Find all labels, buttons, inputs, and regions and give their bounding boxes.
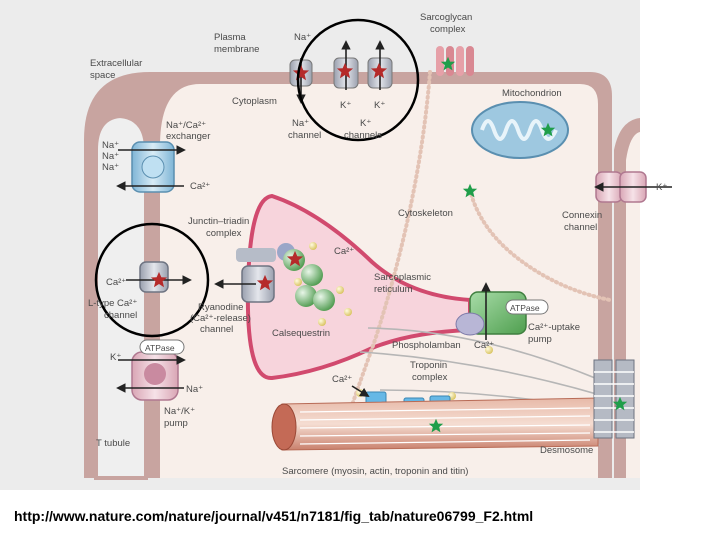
source-url: http://www.nature.com/nature/journal/v45… — [14, 508, 533, 524]
label-mitochondrion: Mitochondrion — [502, 88, 562, 99]
label-phospholamban: Phospholamban — [392, 340, 461, 351]
ca-ions — [294, 242, 493, 400]
label-desmosome: Desmosome — [540, 445, 593, 456]
label-connexin-k: K⁺ — [656, 182, 667, 193]
label-atpase-serca: ATPase — [510, 303, 540, 313]
label-t-tubule: T tubule — [96, 438, 130, 449]
label-atpase-pump: ATPase — [145, 343, 175, 353]
label-na-ion-1: Na⁺ — [102, 140, 119, 151]
label-cytoskeleton: Cytoskeleton — [398, 208, 453, 219]
label-na-ion-3: Na⁺ — [102, 162, 119, 173]
mitochondrion — [471, 101, 569, 159]
label-ca-out: Ca²⁺ — [190, 181, 210, 192]
label-ltype-channel: L-type Ca²⁺channel — [88, 298, 137, 321]
label-na-channel: Na⁺channel — [288, 118, 321, 141]
label-ca-ltype: Ca²⁺ — [106, 277, 126, 288]
l-type-channel — [139, 261, 169, 293]
serca-pump — [455, 291, 549, 336]
label-ca-phospholamban: Ca²⁺ — [474, 340, 494, 351]
label-sarcomere: Sarcomere (myosin, actin, troponin and t… — [282, 466, 468, 477]
highlight-circle-ion-channels — [296, 18, 420, 142]
label-na-top: Na⁺ — [294, 32, 311, 43]
atpase-pump-badge — [139, 339, 185, 355]
atpase-serca-badge — [505, 299, 549, 315]
label-calsequestrin: Calsequestrin — [272, 328, 330, 339]
label-ca-troponin: Ca²⁺ — [332, 374, 352, 385]
desmosome — [593, 359, 635, 439]
label-cytoplasm: Cytoplasm — [232, 96, 277, 107]
ryanodine-channel — [236, 248, 276, 303]
label-ryanodine: Ryanodine(Ca²⁺-release)channel — [190, 302, 251, 335]
label-na-k-pump: Na⁺/K⁺pump — [164, 406, 195, 429]
label-na-ca-exchanger: Na⁺/Ca²⁺exchanger — [166, 120, 210, 142]
sarcoglycan-complex — [436, 46, 474, 76]
highlight-circle-l-type — [94, 222, 210, 338]
label-k-left: K⁺ — [340, 100, 351, 111]
label-ca-sr: Ca²⁺ — [334, 246, 354, 257]
label-k-pump: K⁺ — [110, 352, 121, 363]
label-na-pump: Na⁺ — [186, 384, 203, 395]
label-na-ion-2: Na⁺ — [102, 151, 119, 162]
na-ca-exchanger — [131, 141, 175, 193]
calsequestrin — [277, 243, 335, 311]
label-k-channels: K⁺channels — [344, 118, 382, 141]
label-k-right: K⁺ — [374, 100, 385, 111]
